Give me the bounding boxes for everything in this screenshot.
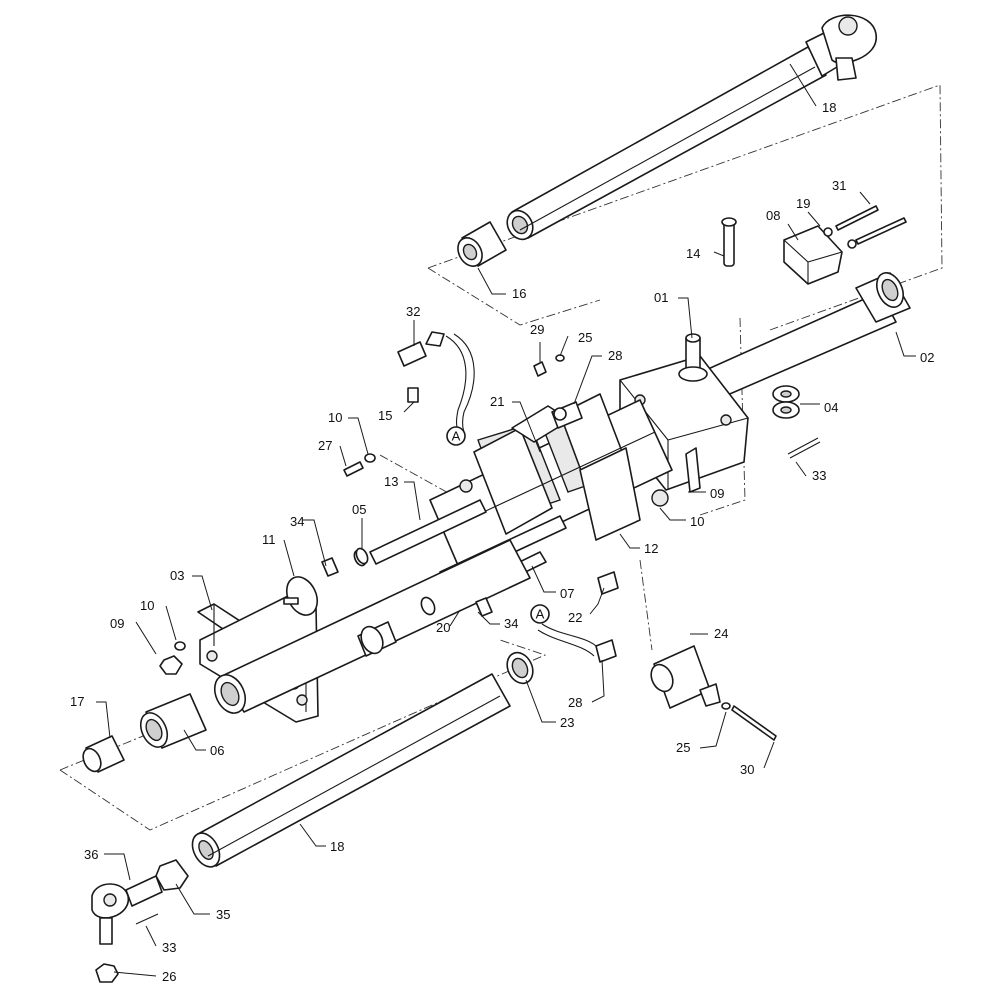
- callout-12: 12: [644, 541, 658, 556]
- callout-26: 26: [162, 969, 176, 984]
- callout-27: 27: [318, 438, 332, 453]
- callout-06: 06: [210, 743, 224, 758]
- callout-25-lower: 25: [676, 740, 690, 755]
- fitting-28-upper: [551, 401, 583, 429]
- callout-29: 29: [530, 322, 544, 337]
- cotter-pin-33: [787, 437, 821, 459]
- small-fasteners-upper: [343, 354, 565, 477]
- callout-19: 19: [796, 196, 810, 211]
- svg-text:A: A: [452, 429, 461, 444]
- pin-30: [721, 702, 777, 741]
- callout-35: 35: [216, 907, 230, 922]
- callout-36: 36: [84, 847, 98, 862]
- callout-34-lower: 34: [504, 616, 518, 631]
- callout-03: 03: [170, 568, 184, 583]
- ring-23: [506, 651, 534, 685]
- callout-30: 30: [740, 762, 754, 777]
- tie-rod-end: [91, 859, 189, 983]
- callout-05: 05: [352, 502, 366, 517]
- callout-33-upper: 33: [812, 468, 826, 483]
- callout-10-top: 10: [328, 410, 342, 425]
- spacers-04: [772, 385, 800, 419]
- flange-11: [283, 576, 397, 657]
- callout-18-lower: 18: [330, 839, 344, 854]
- callout-24: 24: [714, 626, 728, 641]
- callout-01: 01: [654, 290, 668, 305]
- callout-09-left: 09: [110, 616, 124, 631]
- svg-text:A: A: [536, 607, 545, 622]
- sleeve-16: [457, 221, 507, 267]
- lower-cylinder-tube: [213, 539, 531, 714]
- leader-lines: [96, 63, 916, 977]
- callout-31: 31: [832, 178, 846, 193]
- callout-22: 22: [568, 610, 582, 625]
- main-cylinder-body: [429, 393, 673, 571]
- nut-and-washer-left: [159, 641, 186, 675]
- callout-32: 32: [406, 304, 420, 319]
- callout-17: 17: [70, 694, 84, 709]
- lower-tie-rod: [191, 673, 511, 868]
- hose-lower: [530, 571, 619, 663]
- callout-15: 15: [378, 408, 392, 423]
- callout-11: 11: [262, 532, 276, 547]
- upper-tie-rod: [506, 14, 877, 241]
- callout-23: 23: [560, 715, 574, 730]
- callout-13: 13: [384, 474, 398, 489]
- bracket-08: [783, 225, 843, 285]
- sleeve-06: [139, 693, 207, 749]
- callout-16: 16: [512, 286, 526, 301]
- callout-10-left: 10: [140, 598, 154, 613]
- callout-28-upper: 28: [608, 348, 622, 363]
- callout-21: 21: [490, 394, 504, 409]
- seals: [321, 547, 493, 617]
- hose-tag-lower: A: [536, 607, 545, 622]
- hose-tag-upper: A: [452, 429, 461, 444]
- hose-upper: [397, 331, 475, 446]
- pin-14: [721, 217, 737, 267]
- callout-28-lower: 28: [568, 695, 582, 710]
- bolts-31: [823, 205, 907, 249]
- callouts: 18 31 19 08 14 16 01 02 32 29 25 28 04 1…: [70, 100, 934, 984]
- callout-20: 20: [436, 620, 450, 635]
- callout-08: 08: [766, 208, 780, 223]
- upper-boundary: [427, 84, 943, 331]
- cylinder-24: [650, 645, 721, 709]
- callout-02: 02: [920, 350, 934, 365]
- callout-10-right: 10: [690, 514, 704, 529]
- callout-25-upper: 25: [578, 330, 592, 345]
- callout-14: 14: [686, 246, 700, 261]
- cylinder-tube-02: [687, 272, 911, 407]
- adapter-17: [82, 735, 125, 773]
- callout-34-upper: 34: [290, 514, 304, 529]
- right-boundary: [699, 317, 746, 516]
- callout-04: 04: [824, 400, 838, 415]
- callout-33-lower: 33: [162, 940, 176, 955]
- callout-18-upper: 18: [822, 100, 836, 115]
- callout-07: 07: [560, 586, 574, 601]
- lower-boundary: [59, 639, 547, 831]
- callout-09-right: 09: [710, 486, 724, 501]
